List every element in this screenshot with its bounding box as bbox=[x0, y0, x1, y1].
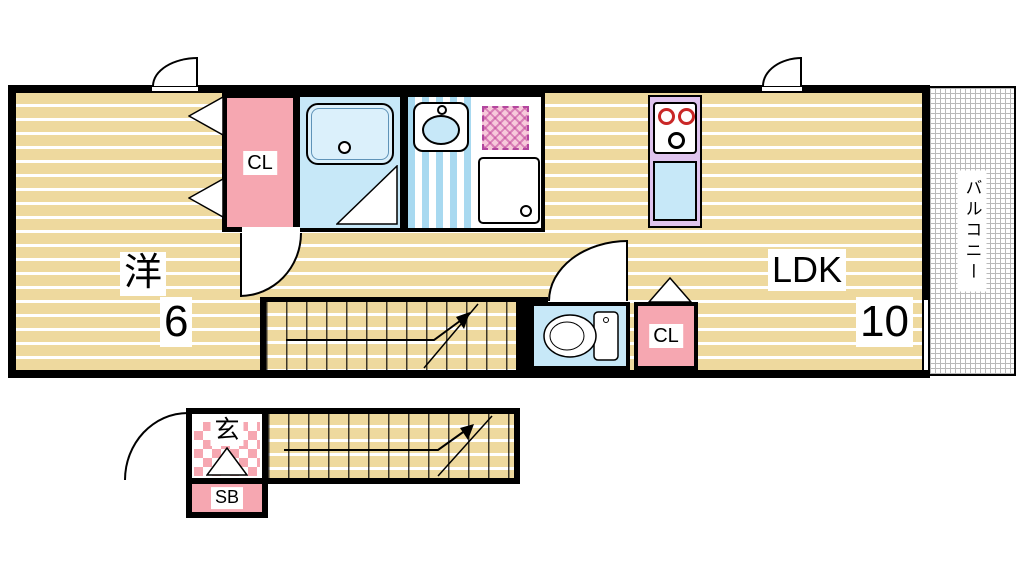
shoebox-label: SB bbox=[210, 487, 244, 509]
entrance-label: 玄 bbox=[210, 416, 244, 446]
entrance-step-icon bbox=[206, 447, 248, 476]
washroom bbox=[404, 93, 545, 232]
bathroom bbox=[296, 93, 404, 232]
window-swing-arc-icon bbox=[762, 57, 802, 86]
balcony: バルコニー bbox=[930, 86, 1016, 376]
burner-icon bbox=[668, 132, 685, 149]
window-top-left bbox=[152, 85, 198, 93]
folding-door-icon bbox=[188, 178, 224, 218]
wall bbox=[260, 297, 266, 378]
washing-machine-icon bbox=[478, 157, 540, 224]
closet-upper: CL bbox=[222, 93, 298, 232]
bathtub-drain-icon bbox=[338, 141, 351, 154]
folding-door-icon bbox=[648, 277, 692, 303]
kitchen-counter bbox=[648, 95, 702, 228]
stairs-direction-arrow-icon bbox=[286, 303, 479, 369]
western-room-size: 6 bbox=[160, 297, 193, 348]
washbasin-icon bbox=[413, 102, 469, 152]
wall bbox=[260, 297, 548, 302]
toilet-room bbox=[530, 302, 630, 370]
entrance-door-swing-icon bbox=[124, 412, 188, 480]
balcony-label: バルコニー bbox=[957, 170, 987, 292]
closet-lower-label: CL bbox=[649, 324, 683, 348]
stove-icon bbox=[653, 102, 697, 154]
kitchen-sink-icon bbox=[653, 161, 697, 221]
burner-icon bbox=[658, 108, 675, 125]
bath-door-icon bbox=[336, 165, 398, 225]
drain-icon bbox=[520, 205, 532, 217]
toilet-icon bbox=[543, 311, 619, 361]
closet-lower: CL bbox=[634, 302, 698, 370]
staircase-upper bbox=[266, 302, 516, 370]
washbasin-bowl-icon bbox=[422, 115, 460, 145]
closet-upper-label: CL bbox=[243, 150, 277, 175]
faucet-icon bbox=[437, 105, 447, 115]
western-room-label: 洋 bbox=[120, 252, 167, 296]
stairs-direction-arrow-icon bbox=[284, 415, 493, 477]
bathtub-icon bbox=[306, 103, 394, 165]
entrance-hall: 玄 bbox=[186, 408, 268, 484]
folding-door-icon bbox=[188, 96, 224, 136]
wall bbox=[516, 297, 530, 378]
ldk-label: LDK bbox=[768, 249, 847, 291]
ldk-size: 10 bbox=[856, 297, 913, 348]
washing-machine-pan-icon bbox=[482, 106, 529, 150]
window-top-right bbox=[762, 85, 802, 93]
window-balcony bbox=[922, 300, 930, 370]
door-opening bbox=[242, 227, 300, 233]
window-swing-arc-icon bbox=[152, 57, 198, 86]
shoebox: SB bbox=[186, 478, 268, 518]
burner-icon bbox=[678, 108, 695, 125]
